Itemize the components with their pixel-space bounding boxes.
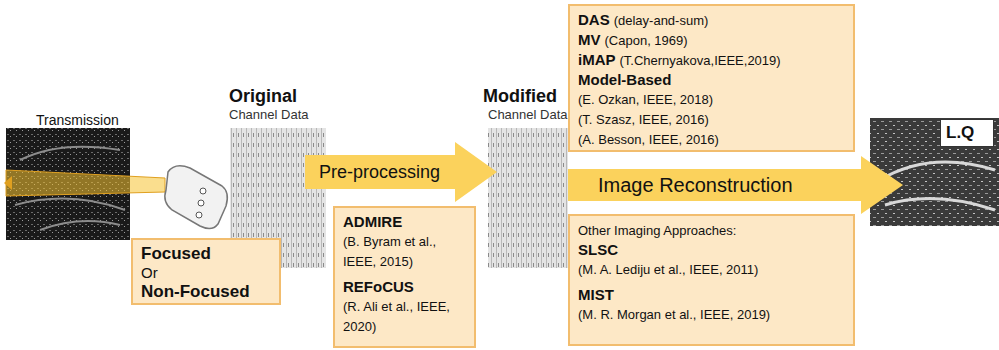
method-name: DAS bbox=[578, 11, 610, 28]
text-line: (R. Ali et al., IEEE, 2020) bbox=[343, 296, 466, 336]
reference-text: (M. A. Lediju et al., IEEE, 2011) bbox=[578, 262, 758, 277]
block-arrow: Pre-processing bbox=[305, 142, 497, 202]
text-line: (E. Ozkan, IEEE, 2018) bbox=[578, 89, 845, 109]
method-name: Or bbox=[141, 264, 158, 281]
method-name: Model-Based bbox=[578, 71, 671, 88]
text-line: SLSC bbox=[578, 240, 845, 259]
caption-label: Channel Data bbox=[488, 107, 568, 122]
quality-label: L.Q bbox=[946, 123, 974, 142]
reference-text: (A. Besson, IEEE, 2016) bbox=[578, 132, 719, 147]
reference-text: (T.Chernyakova,IEEE,2019) bbox=[620, 53, 781, 68]
text-line: MIST bbox=[578, 285, 845, 304]
text-box: FocusedOrNon-Focused bbox=[131, 238, 281, 305]
text-line: Or bbox=[141, 263, 271, 282]
caption-label: Modified bbox=[483, 86, 557, 107]
arrow-label: Pre-processing bbox=[319, 162, 440, 183]
arrow-label: Image Reconstruction bbox=[598, 174, 793, 197]
arrow-body bbox=[568, 156, 903, 214]
transmit-beam bbox=[6, 170, 165, 196]
text-line: iMAP (T.Chernyakova,IEEE,2019) bbox=[578, 50, 845, 70]
text-line: MV (Capon, 1969) bbox=[578, 30, 845, 50]
caption-label: Original bbox=[229, 86, 297, 107]
probe-symbol bbox=[165, 166, 227, 229]
block-arrow: Image Reconstruction bbox=[568, 156, 903, 214]
method-name: Focused bbox=[141, 244, 211, 263]
text-line: DAS (delay-and-sum) bbox=[578, 10, 845, 30]
probe-button bbox=[196, 212, 202, 218]
method-name: SLSC bbox=[578, 241, 618, 258]
text-box: DAS (delay-and-sum) MV (Capon, 1969) iMAP (T.… bbox=[568, 4, 855, 152]
reconstructed-image bbox=[870, 118, 999, 226]
method-name: ADMIRE bbox=[343, 213, 402, 230]
text-box: Other Imaging Approaches: SLSC (M. A. Ledi… bbox=[568, 214, 855, 346]
text-line: (M. A. Lediju et al., IEEE, 2011) bbox=[578, 259, 845, 279]
text-line: (B. Byram et al., IEEE, 2015) bbox=[343, 231, 466, 271]
reference-text: (R. Ali et al., IEEE, 2020) bbox=[343, 299, 450, 334]
text-line: REFoCUS bbox=[343, 277, 466, 296]
reference-text: (E. Ozkan, IEEE, 2018) bbox=[578, 92, 713, 107]
method-name: Non-Focused bbox=[141, 282, 250, 301]
probe-button bbox=[198, 200, 204, 206]
reference-text: (delay-and-sum) bbox=[614, 13, 709, 28]
caption-label: Channel Data bbox=[229, 107, 309, 122]
caption-label: Transmission bbox=[36, 112, 119, 128]
text-line: (M. R. Morgan et al., IEEE, 2019) bbox=[578, 304, 845, 324]
reference-text: (Capon, 1969) bbox=[605, 33, 688, 48]
text-line: Model-Based bbox=[578, 70, 845, 89]
text-line: Focused bbox=[141, 244, 271, 263]
reference-text: (B. Byram et al., IEEE, 2015) bbox=[343, 234, 436, 269]
spacer bbox=[578, 279, 845, 285]
spacer bbox=[343, 271, 466, 277]
text-line: Other Imaging Approaches: bbox=[578, 220, 845, 240]
reference-text: Other Imaging Approaches: bbox=[578, 223, 736, 238]
method-name: MIST bbox=[578, 286, 614, 303]
text-line: (A. Besson, IEEE, 2016) bbox=[578, 129, 845, 149]
probe-button bbox=[200, 188, 206, 194]
method-name: REFoCUS bbox=[343, 278, 414, 295]
reference-text: (M. R. Morgan et al., IEEE, 2019) bbox=[578, 307, 770, 322]
text-line: ADMIRE bbox=[343, 212, 466, 231]
method-name: MV bbox=[578, 31, 601, 48]
reference-text: (T. Szasz, IEEE, 2016) bbox=[578, 112, 709, 127]
text-line: Non-Focused bbox=[141, 282, 271, 301]
text-line: (T. Szasz, IEEE, 2016) bbox=[578, 109, 845, 129]
channel-data-image bbox=[488, 128, 568, 268]
image-tag: L.Q bbox=[940, 119, 994, 147]
text-box: ADMIRE (B. Byram et al., IEEE, 2015) REFoC… bbox=[333, 206, 476, 348]
arrow-body bbox=[305, 142, 497, 202]
beam-head bbox=[4, 176, 12, 190]
method-name: iMAP bbox=[578, 51, 616, 68]
